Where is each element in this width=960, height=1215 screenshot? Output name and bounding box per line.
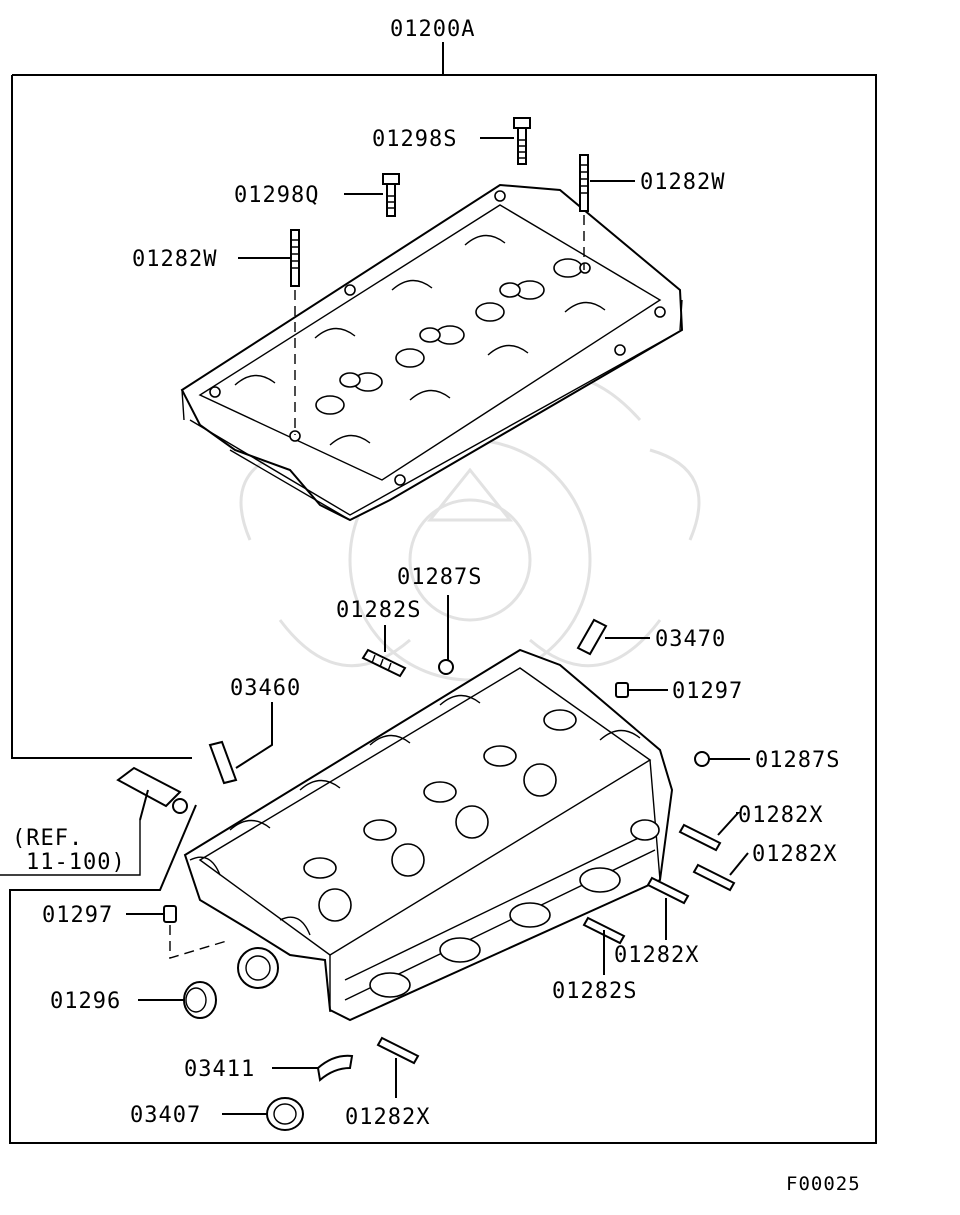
label-stud-r3: 01282X (614, 943, 699, 968)
guide-03460 (208, 740, 238, 785)
assembly-label: 01200A (390, 17, 475, 42)
label-stud-r1: 01282X (738, 803, 823, 828)
plug-01287s-right (694, 751, 710, 767)
label-stud-bottom-mid: 01282S (552, 979, 637, 1004)
stud-01282x-r2 (692, 863, 736, 892)
plug-01287s-upper (438, 659, 454, 675)
cylinder-head (183, 648, 674, 1022)
label-pin-left: 01297 (42, 903, 113, 928)
head-wells (303, 709, 577, 922)
pin-01297-right (615, 682, 629, 698)
assembly-frame (0, 42, 877, 1144)
stud-01282s-upper (361, 648, 407, 678)
seal-01296 (183, 981, 217, 1019)
label-stud-bottom: 01282X (345, 1105, 430, 1130)
figure-code: F00025 (786, 1173, 861, 1195)
label-cap-small: 03411 (184, 1057, 255, 1082)
cap-03411 (316, 1054, 354, 1082)
pin-01297-left (163, 905, 231, 959)
label-stud-upper-left: 01282W (132, 247, 217, 272)
reference-note-line2: 11-100) (26, 850, 126, 875)
label-bolt-top: 01298S (372, 127, 457, 152)
label-stud-mid: 01282S (336, 598, 421, 623)
stud-01282x-r1 (678, 823, 722, 852)
bearing-saddles-row-a (234, 234, 606, 446)
bolt-01298q (382, 173, 400, 217)
stud-01282x-r3 (646, 876, 690, 905)
label-bolt-left: 01298Q (234, 183, 319, 208)
guide-03470 (576, 618, 608, 656)
seal-03407 (266, 1097, 304, 1131)
leader-lines (126, 137, 750, 1115)
reference-note-line1: (REF. (12, 826, 83, 851)
label-guide-right: 03470 (655, 627, 726, 652)
callout-labels: 01298S 01298Q 01282W 01282W 01287S 01282… (12, 127, 861, 1195)
stud-01282w-right (579, 154, 589, 270)
label-pin-right: 01297 (672, 679, 743, 704)
label-plug-right: 01287S (755, 748, 840, 773)
label-seal-bottom: 03407 (130, 1103, 201, 1128)
label-seal-left: 01296 (50, 989, 121, 1014)
stud-01282x-bottom (376, 1036, 420, 1065)
label-stud-r2: 01282X (752, 842, 837, 867)
label-stud-upper-right: 01282W (640, 170, 725, 195)
reference-part (116, 766, 188, 814)
carrier-bosses (209, 190, 666, 486)
bolt-01298s (513, 117, 531, 165)
camshaft-carrier (180, 183, 684, 522)
head-ports (369, 819, 660, 998)
label-plug-upper: 01287S (397, 565, 482, 590)
label-guide-left: 03460 (230, 676, 301, 701)
carrier-ovals (315, 258, 583, 415)
